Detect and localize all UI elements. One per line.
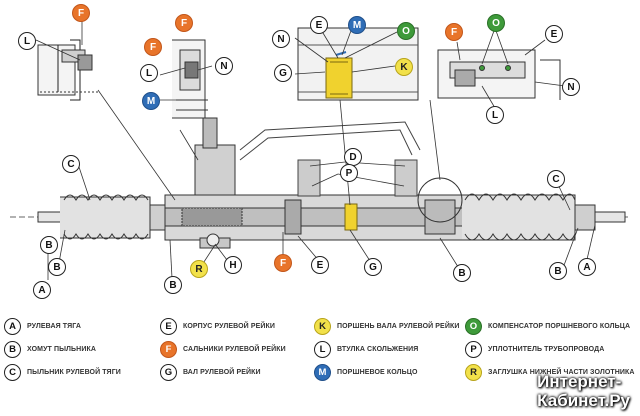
callout-c-right: C xyxy=(547,170,565,188)
detail-sleeve-right xyxy=(437,49,561,100)
legend-label: КОМПЕНСАТОР ПОРШНЕВОГО КОЛЬЦА xyxy=(488,323,631,330)
steering-rack-drawing xyxy=(10,20,630,280)
legend-label: ХОМУТ ПЫЛЬНИКА xyxy=(27,346,96,353)
callout-n-mid: N xyxy=(215,57,233,75)
rack-housing xyxy=(10,193,630,241)
callout-l-right: L xyxy=(486,106,504,124)
legend-label: КОРПУС РУЛЕВОЙ РЕЙКИ xyxy=(183,323,275,330)
legend-item: L ВТУЛКА СКОЛЬЖЕНИЯ xyxy=(314,341,418,358)
legend-label: УПЛОТНИТЕЛЬ ТРУБОПРОВОДА xyxy=(488,346,605,353)
legend-label: ВАЛ РУЛЕВОЙ РЕЙКИ xyxy=(183,369,261,376)
watermark-line-2: Кабинет.Ру xyxy=(537,391,630,410)
legend-marker: A xyxy=(4,318,21,335)
watermark-line-1: Интернет- xyxy=(537,372,622,391)
callout-r: R xyxy=(190,260,208,278)
callout-b-bottom-left: B xyxy=(164,276,182,294)
legend-item: K ПОРШЕНЬ ВАЛА РУЛЕВОЙ РЕЙКИ xyxy=(314,318,459,335)
callout-o-top: O xyxy=(397,22,415,40)
callout-a-left: A xyxy=(33,281,51,299)
legend-item: E КОРПУС РУЛЕВОЙ РЕЙКИ xyxy=(160,318,275,335)
legend-item: M ПОРШНЕВОЕ КОЛЬЦО xyxy=(314,364,418,381)
legend-label: ПОРШЕНЬ ВАЛА РУЛЕВОЙ РЕЙКИ xyxy=(337,323,460,330)
legend-label: ЗАГЛУШКА НИЖНЕЙ ЧАСТИ ЗОЛОТНИКА xyxy=(488,369,635,376)
steering-rack-diagram: L F C B B A F F L N M E M O N G K F O E … xyxy=(10,4,630,299)
legend-label: САЛЬНИКИ РУЛЕВОЙ РЕЙКИ xyxy=(183,346,286,353)
callout-g-bottom: G xyxy=(364,258,382,276)
callout-l-mid: L xyxy=(140,64,158,82)
watermark: Интернет- Кабинет.Ру xyxy=(537,372,630,410)
legend-item: F САЛЬНИКИ РУЛЕВОЙ РЕЙКИ xyxy=(160,341,286,358)
valve-housing xyxy=(194,117,236,249)
callout-g-top: G xyxy=(274,64,292,82)
callout-f-top-left: F xyxy=(72,4,90,22)
legend-item: A РУЛЕВАЯ ТЯГА xyxy=(4,318,81,335)
callout-h: H xyxy=(224,256,242,274)
legend-item: G ВАЛ РУЛЕВОЙ РЕЙКИ xyxy=(160,364,261,381)
callout-o-right: O xyxy=(487,14,505,32)
legend-marker: C xyxy=(4,364,21,381)
callout-a-tie-rod-top: L xyxy=(18,32,36,50)
callout-e-bottom: E xyxy=(311,256,329,274)
callout-b-left: B xyxy=(40,236,58,254)
legend-marker: K xyxy=(314,318,331,335)
legend-label: ПОРШНЕВОЕ КОЛЬЦО xyxy=(337,369,418,376)
legend-label: РУЛЕВАЯ ТЯГА xyxy=(27,323,81,330)
legend-item: O КОМПЕНСАТОР ПОРШНЕВОГО КОЛЬЦА xyxy=(465,318,630,335)
legend-marker: F xyxy=(160,341,177,358)
legend-marker: O xyxy=(465,318,482,335)
legend-marker: M xyxy=(314,364,331,381)
callout-f-mid: F xyxy=(144,38,162,56)
callout-f-bottom: F xyxy=(274,254,292,272)
detail-seal-mid xyxy=(172,39,208,119)
legend-item: P УПЛОТНИТЕЛЬ ТРУБОПРОВОДА xyxy=(465,341,604,358)
legend-marker: L xyxy=(314,341,331,358)
callout-m-top: M xyxy=(348,16,366,34)
legend-item: R ЗАГЛУШКА НИЖНЕЙ ЧАСТИ ЗОЛОТНИКА xyxy=(465,364,635,381)
callout-f-right: F xyxy=(445,23,463,41)
legend-label: ВТУЛКА СКОЛЬЖЕНИЯ xyxy=(337,346,419,353)
callout-b-left-2: B xyxy=(48,258,66,276)
callout-c-left: C xyxy=(62,155,80,173)
pipelines xyxy=(239,121,421,197)
legend-marker: R xyxy=(465,364,482,381)
detail-seal-left xyxy=(37,39,100,101)
legend-label: ПЫЛЬНИК РУЛЕВОЙ ТЯГИ xyxy=(27,369,121,376)
legend-marker: B xyxy=(4,341,21,358)
callout-m-mid: M xyxy=(142,92,160,110)
callout-k-top: K xyxy=(395,58,413,76)
callout-n-top: N xyxy=(272,30,290,48)
callout-b-bottom-right: B xyxy=(453,264,471,282)
legend-item: C ПЫЛЬНИК РУЛЕВОЙ ТЯГИ xyxy=(4,364,121,381)
callout-f-mid-top: F xyxy=(175,14,193,32)
callout-e-top: E xyxy=(310,16,328,34)
callout-a-right: A xyxy=(578,258,596,276)
legend: A РУЛЕВАЯ ТЯГА B ХОМУТ ПЫЛЬНИКА C ПЫЛЬНИ… xyxy=(0,312,640,416)
callout-p: P xyxy=(340,164,358,182)
callout-n-right: N xyxy=(562,78,580,96)
legend-marker: G xyxy=(160,364,177,381)
legend-marker: E xyxy=(160,318,177,335)
legend-marker: P xyxy=(465,341,482,358)
legend-item: B ХОМУТ ПЫЛЬНИКА xyxy=(4,341,96,358)
callout-e-right: E xyxy=(545,25,563,43)
callout-b-right: B xyxy=(549,262,567,280)
